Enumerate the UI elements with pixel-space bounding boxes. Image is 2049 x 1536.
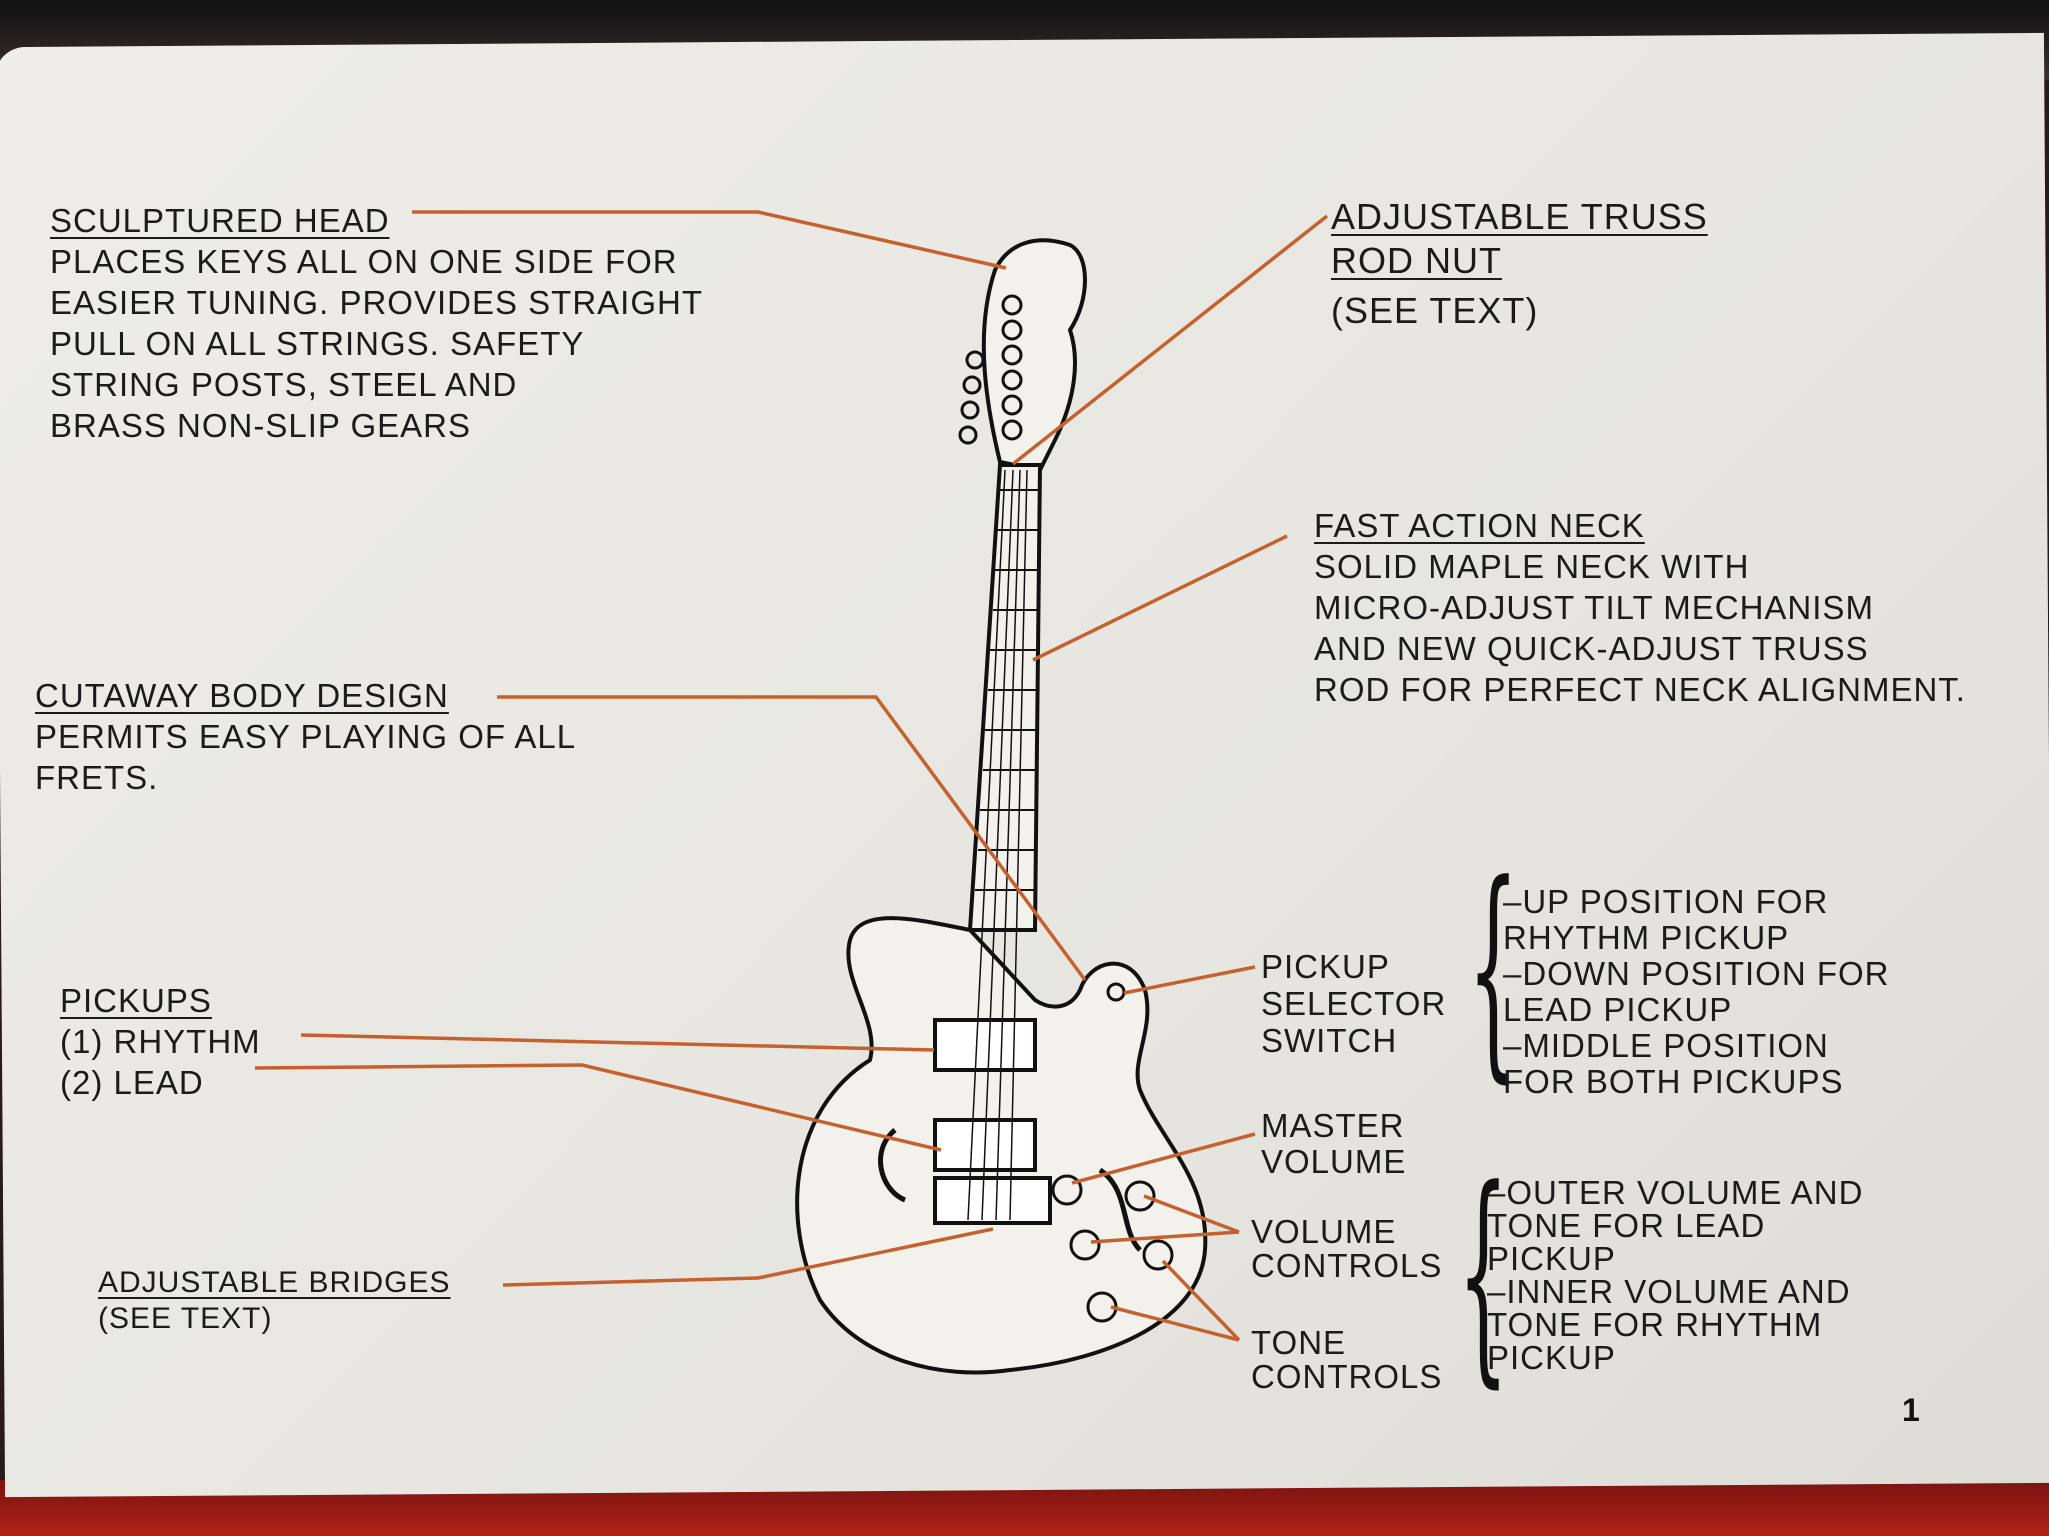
selector-notes: –UP POSITION FOR RHYTHM PICKUP –DOWN POS… xyxy=(1503,884,1890,1100)
rhythm-pickup xyxy=(933,1018,1037,1072)
leader-rhythm xyxy=(300,1033,935,1052)
leader-volume-b xyxy=(1090,1230,1240,1244)
label-line: CONTROLS xyxy=(1251,1358,1443,1395)
leader-master xyxy=(1071,1132,1256,1185)
label-rhythm: (1) RHYTHM xyxy=(60,1023,261,1060)
label-line: SELECTOR xyxy=(1261,985,1447,1022)
label-title: SCULPTURED HEAD xyxy=(50,202,390,239)
label-line: CONTROLS xyxy=(1251,1247,1443,1284)
note-line: –OUTER VOLUME AND xyxy=(1487,1174,1864,1211)
leader-tone-b xyxy=(1110,1305,1240,1342)
label-pickups: PICKUPS (1) RHYTHM (2) LEAD xyxy=(60,980,261,1103)
label-line: SWITCH xyxy=(1261,1022,1398,1059)
label-note: (SEE TEXT) xyxy=(1331,290,1539,331)
label-line: AND NEW QUICK-ADJUST TRUSS xyxy=(1314,630,1869,667)
leader-lines xyxy=(254,210,1329,1342)
label-line: STRING POSTS, STEEL AND xyxy=(50,366,518,403)
note-line: –UP POSITION FOR xyxy=(1503,883,1829,920)
label-line: SOLID MAPLE NECK WITH xyxy=(1314,548,1750,585)
label-tone-controls: TONE CONTROLS xyxy=(1251,1326,1442,1394)
label-line: BRASS NON-SLIP GEARS xyxy=(50,407,472,444)
leader-cutaway xyxy=(497,695,1087,982)
page-number: 1 xyxy=(1902,1392,1920,1428)
label-line: PERMITS EASY PLAYING OF ALL xyxy=(35,718,577,755)
f-hole-right xyxy=(1098,1167,1142,1252)
label-line: VOLUME xyxy=(1251,1213,1397,1250)
note-line: RHYTHM PICKUP xyxy=(1503,919,1790,956)
note-line: PICKUP xyxy=(1487,1240,1616,1277)
leader-head xyxy=(412,210,1007,270)
label-title: PICKUPS xyxy=(60,982,212,1019)
label-note: (SEE TEXT) xyxy=(98,1302,273,1335)
guitar-drawing xyxy=(795,238,1208,1375)
label-fast-action-neck: FAST ACTION NECK SOLID MAPLE NECK WITH M… xyxy=(1314,505,1966,710)
label-line: PULL ON ALL STRINGS. SAFETY xyxy=(50,325,585,362)
leader-tone-a xyxy=(1161,1259,1241,1342)
label-sculptured-head: SCULPTURED HEAD PLACES KEYS ALL ON ONE S… xyxy=(50,200,703,446)
note-line: –DOWN POSITION FOR xyxy=(1503,955,1890,992)
label-cutaway: CUTAWAY BODY DESIGN PERMITS EASY PLAYING… xyxy=(35,675,576,798)
label-line: PLACES KEYS ALL ON ONE SIDE FOR xyxy=(50,243,678,280)
label-volume-controls: VOLUME CONTROLS xyxy=(1251,1215,1442,1283)
note-line: –INNER VOLUME AND xyxy=(1487,1273,1851,1310)
label-master-volume: MASTER VOLUME xyxy=(1261,1108,1406,1180)
leader-volume-a xyxy=(1143,1194,1240,1234)
leader-lead xyxy=(254,1063,942,1152)
note-line: FOR BOTH PICKUPS xyxy=(1503,1063,1844,1100)
label-lead: (2) LEAD xyxy=(60,1064,204,1101)
bridge xyxy=(933,1176,1052,1225)
label-truss-rod: ADJUSTABLE TRUSS ROD NUT (SEE TEXT) xyxy=(1331,195,1708,333)
label-line: PICKUP xyxy=(1261,948,1390,985)
note-line: TONE FOR LEAD xyxy=(1487,1207,1766,1244)
label-line: TONE xyxy=(1251,1324,1347,1361)
label-bridges: ADJUSTABLE BRIDGES (SEE TEXT) xyxy=(98,1265,451,1337)
label-title: ADJUSTABLE BRIDGES xyxy=(98,1266,451,1299)
label-line: MICRO-ADJUST TILT MECHANISM xyxy=(1314,589,1874,626)
tuning-keys xyxy=(958,294,1023,445)
label-title: ROD NUT xyxy=(1331,240,1502,281)
label-title: FAST ACTION NECK xyxy=(1314,507,1645,544)
leader-truss xyxy=(1011,214,1329,466)
label-title: CUTAWAY BODY DESIGN xyxy=(35,677,449,714)
label-line: MASTER xyxy=(1261,1107,1405,1144)
label-title: ADJUSTABLE TRUSS xyxy=(1331,196,1708,237)
label-line: VOLUME xyxy=(1261,1143,1407,1180)
brace-selector: { xyxy=(1467,836,1519,1103)
note-line: –MIDDLE POSITION xyxy=(1503,1027,1829,1064)
leader-selector xyxy=(1123,965,1256,995)
controls-notes: –OUTER VOLUME AND TONE FOR LEAD PICKUP –… xyxy=(1487,1176,1863,1374)
label-line: EASIER TUNING. PROVIDES STRAIGHT xyxy=(50,284,703,321)
note-line: PICKUP xyxy=(1487,1339,1616,1376)
label-line: ROD FOR PERFECT NECK ALIGNMENT. xyxy=(1314,671,1966,708)
guitar-neck xyxy=(967,463,1043,932)
note-line: TONE FOR RHYTHM xyxy=(1487,1306,1823,1343)
label-line: FRETS. xyxy=(35,759,159,796)
leader-bridge xyxy=(502,1227,994,1287)
guitar-headstock xyxy=(981,238,1087,473)
label-pickup-selector: PICKUP SELECTOR SWITCH xyxy=(1261,948,1446,1059)
leader-neck xyxy=(1032,534,1288,662)
brace-controls: { xyxy=(1457,1141,1509,1408)
note-line: LEAD PICKUP xyxy=(1503,991,1733,1028)
